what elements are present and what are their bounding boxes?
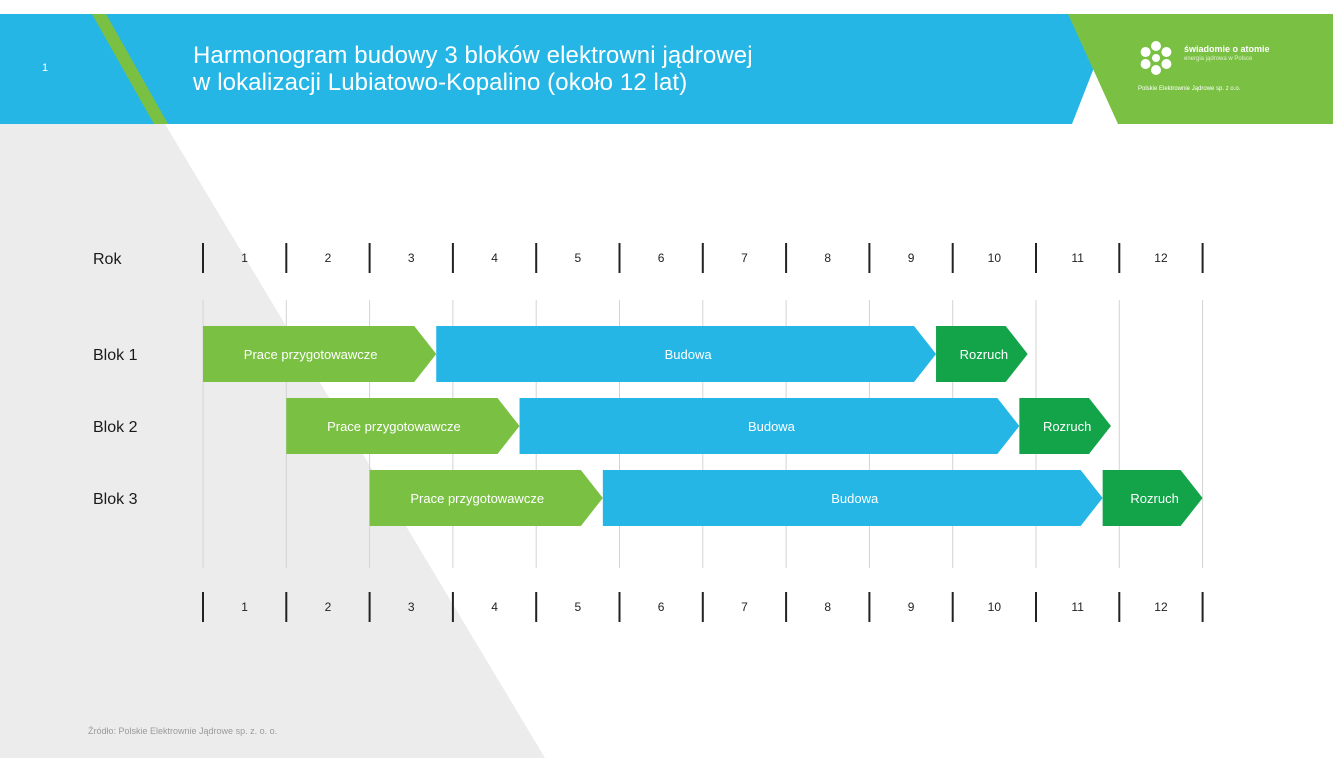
year-label-top: 2 xyxy=(325,251,332,265)
year-label-bottom: 9 xyxy=(908,600,915,614)
row-label: Blok 1 xyxy=(93,347,138,364)
phase-bar xyxy=(1019,398,1111,454)
year-label-top: 4 xyxy=(491,251,498,265)
phase-bar xyxy=(1102,470,1203,526)
phase-label: Budowa xyxy=(831,491,879,506)
year-label-bottom: 2 xyxy=(325,600,332,614)
phase-bar xyxy=(203,326,437,382)
slide-title-line-1: Harmonogram budowy 3 bloków elektrowni j… xyxy=(193,42,753,69)
source-note: Źródło: Polskie Elektrownie Jądrowe sp. … xyxy=(88,726,278,736)
year-label-bottom: 5 xyxy=(575,600,582,614)
year-label-bottom: 11 xyxy=(1071,600,1084,614)
logo-tagline: energia jądrowa w Polsce xyxy=(1184,56,1253,62)
year-label-top: 3 xyxy=(408,251,415,265)
phase-label: Prace przygotowawcze xyxy=(244,347,378,362)
year-label-top: 8 xyxy=(824,251,831,265)
logo-company: Polskie Elektrownie Jądrowe sp. z o.o. xyxy=(1138,86,1241,92)
phase-label: Rozruch xyxy=(1130,491,1178,506)
slide-title-line-2: w lokalizacji Lubiatowo-Kopalino (około … xyxy=(193,69,688,96)
phase-bar xyxy=(286,398,520,454)
year-label-bottom: 8 xyxy=(824,600,831,614)
year-label-bottom: 10 xyxy=(988,600,1002,614)
phase-bar xyxy=(519,398,1020,454)
year-label-bottom: 6 xyxy=(658,600,665,614)
slide-number: 1 xyxy=(42,62,49,74)
year-label-top: 5 xyxy=(575,251,582,265)
row-label: Blok 3 xyxy=(93,491,138,508)
year-label-top: 7 xyxy=(741,251,748,265)
phase-bar xyxy=(436,326,937,382)
phase-label: Prace przygotowawcze xyxy=(327,419,461,434)
phase-label: Budowa xyxy=(665,347,713,362)
year-label-top: 9 xyxy=(908,251,915,265)
year-label-bottom: 12 xyxy=(1154,600,1168,614)
year-label-top: 10 xyxy=(988,251,1002,265)
header-green-corner xyxy=(1068,14,1333,124)
phase-label: Budowa xyxy=(748,419,796,434)
phase-label: Prace przygotowawcze xyxy=(410,491,544,506)
phase-label: Rozruch xyxy=(1043,419,1091,434)
year-label-bottom: 3 xyxy=(408,600,415,614)
phase-bar xyxy=(602,470,1103,526)
logo-name: świadomie o atomie xyxy=(1184,44,1270,54)
year-label-top: 12 xyxy=(1154,251,1168,265)
row-header-label: Rok xyxy=(93,251,122,268)
phase-bar xyxy=(936,326,1028,382)
row-label: Blok 2 xyxy=(93,419,138,436)
year-label-bottom: 7 xyxy=(741,600,748,614)
phase-bar xyxy=(369,470,603,526)
header-blue-band xyxy=(0,14,1115,124)
year-label-bottom: 1 xyxy=(241,600,248,614)
phase-label: Rozruch xyxy=(960,347,1008,362)
year-label-top: 1 xyxy=(241,251,248,265)
slide-title: Harmonogram budowy 3 bloków elektrowni j… xyxy=(193,42,753,96)
header-green-stripe xyxy=(92,14,168,124)
year-label-top: 11 xyxy=(1071,251,1084,265)
logo: świadomie o atomie energia jądrowa w Pol… xyxy=(1138,38,1308,108)
grey-diagonal-panel xyxy=(0,124,545,758)
year-label-bottom: 4 xyxy=(491,600,498,614)
atom-flower-icon xyxy=(1140,41,1172,75)
year-label-top: 6 xyxy=(658,251,665,265)
